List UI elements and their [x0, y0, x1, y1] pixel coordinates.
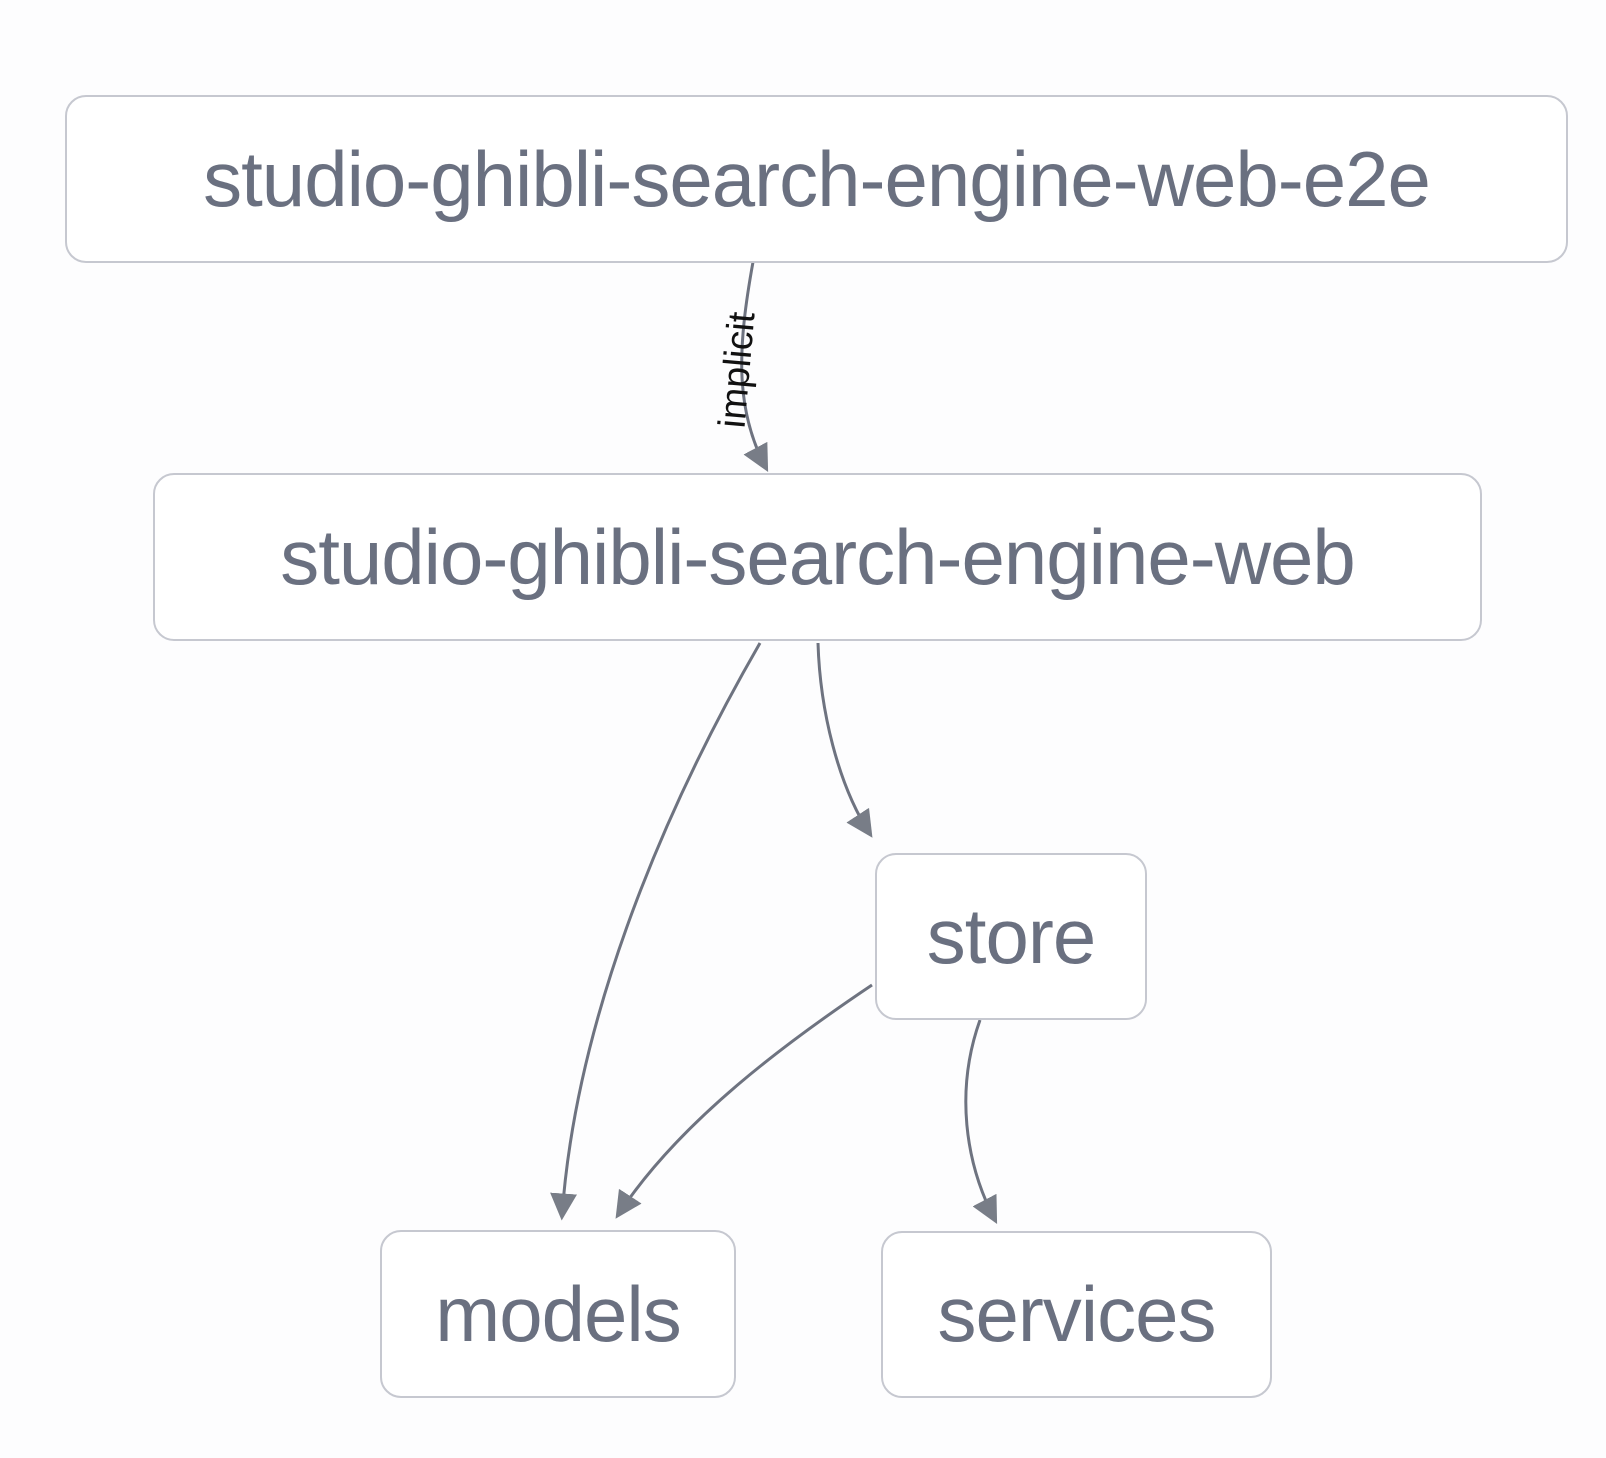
- node-label: models: [435, 1269, 681, 1358]
- node-services[interactable]: services: [881, 1231, 1272, 1398]
- node-store[interactable]: store: [875, 853, 1147, 1020]
- edge-web-to-models: [550, 642, 762, 1221]
- edge-store-to-services: [964, 1019, 998, 1224]
- node-label: services: [937, 1270, 1216, 1358]
- node-label: store: [926, 892, 1096, 980]
- edge-web-to-store: [816, 642, 873, 838]
- edge-e2e-to-web: [740, 261, 769, 472]
- node-label: studio-ghibli-search-engine-web: [280, 512, 1356, 601]
- node-label: studio-ghibli-search-engine-web-e2e: [203, 134, 1431, 223]
- node-studio-ghibli-search-engine-web-e2e[interactable]: studio-ghibli-search-engine-web-e2e: [65, 95, 1568, 263]
- edge-store-to-models: [615, 983, 873, 1219]
- node-models[interactable]: models: [380, 1230, 736, 1398]
- node-studio-ghibli-search-engine-web[interactable]: studio-ghibli-search-engine-web: [153, 473, 1482, 641]
